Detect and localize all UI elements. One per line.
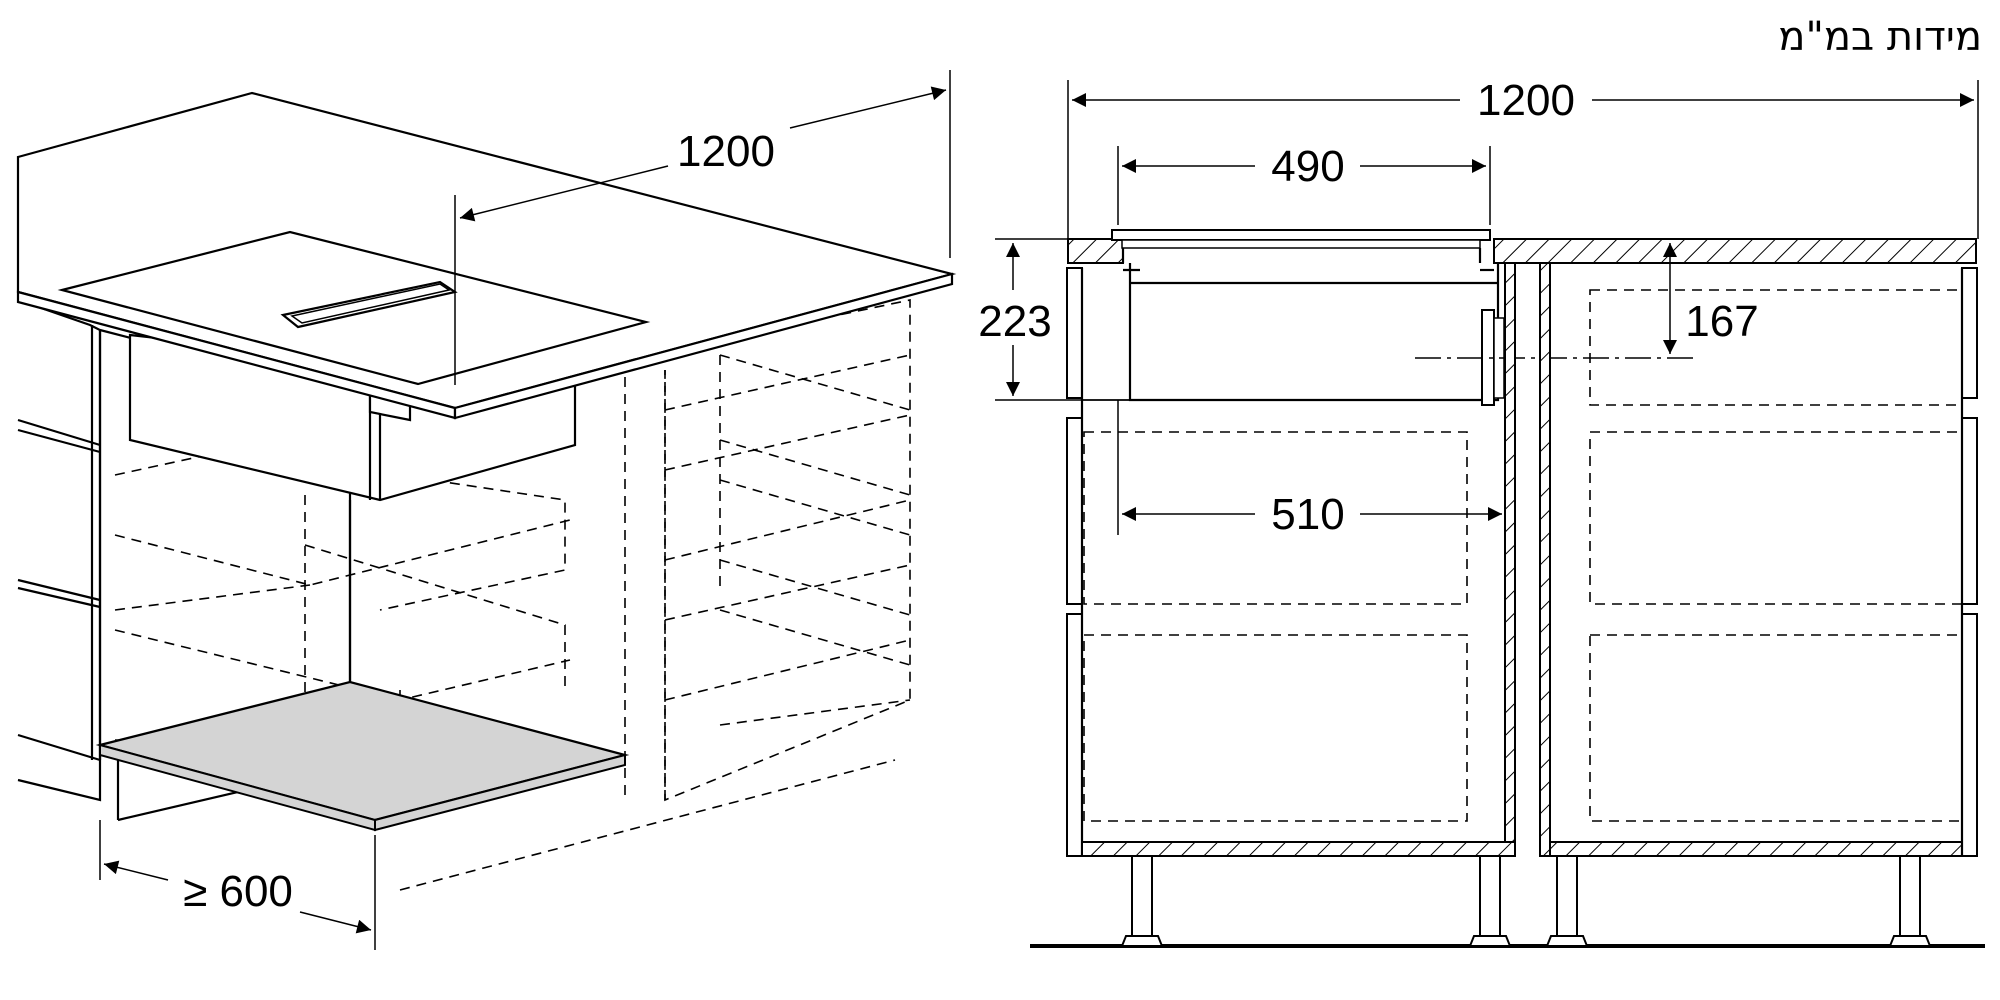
perspective-depth-dimension: ≥ 600: [99, 820, 376, 950]
section-outlet-height-dimension: 167: [1663, 243, 1759, 354]
section-view: מידות במ"מ: [978, 14, 1985, 948]
units-label: מידות במ"מ: [1778, 14, 1982, 60]
perspective-width-dimension: 1200: [454, 70, 951, 385]
section-overall-width-label: 1200: [1477, 76, 1575, 125]
base-shelf: [95, 680, 630, 832]
perspective-depth-label: ≥ 600: [183, 867, 293, 916]
worktop: [16, 91, 957, 420]
section-hob-box: [1123, 263, 1695, 406]
section-right-cabinet: [1539, 262, 1978, 947]
section-worktop: [1067, 229, 1977, 264]
section-hob-width-dimension: 490: [1117, 142, 1491, 225]
section-hob-height-dimension: 223: [978, 238, 1130, 401]
section-duct-width-label: 510: [1271, 490, 1344, 539]
section-duct-width-dimension: 510: [1117, 400, 1502, 539]
section-outlet-height-label: 167: [1685, 297, 1758, 346]
perspective-width-label: 1200: [677, 127, 775, 176]
perspective-view: 1200 ≥ 600: [16, 70, 957, 950]
section-hob-width-label: 490: [1271, 142, 1344, 191]
section-overall-width-dimension: 1200: [1067, 76, 1979, 239]
right-cabinet-legs: [1545, 855, 1932, 947]
section-hob-height-label: 223: [978, 297, 1051, 346]
left-cabinet-legs: [1120, 855, 1512, 947]
section-left-cabinet: [1066, 262, 1516, 947]
